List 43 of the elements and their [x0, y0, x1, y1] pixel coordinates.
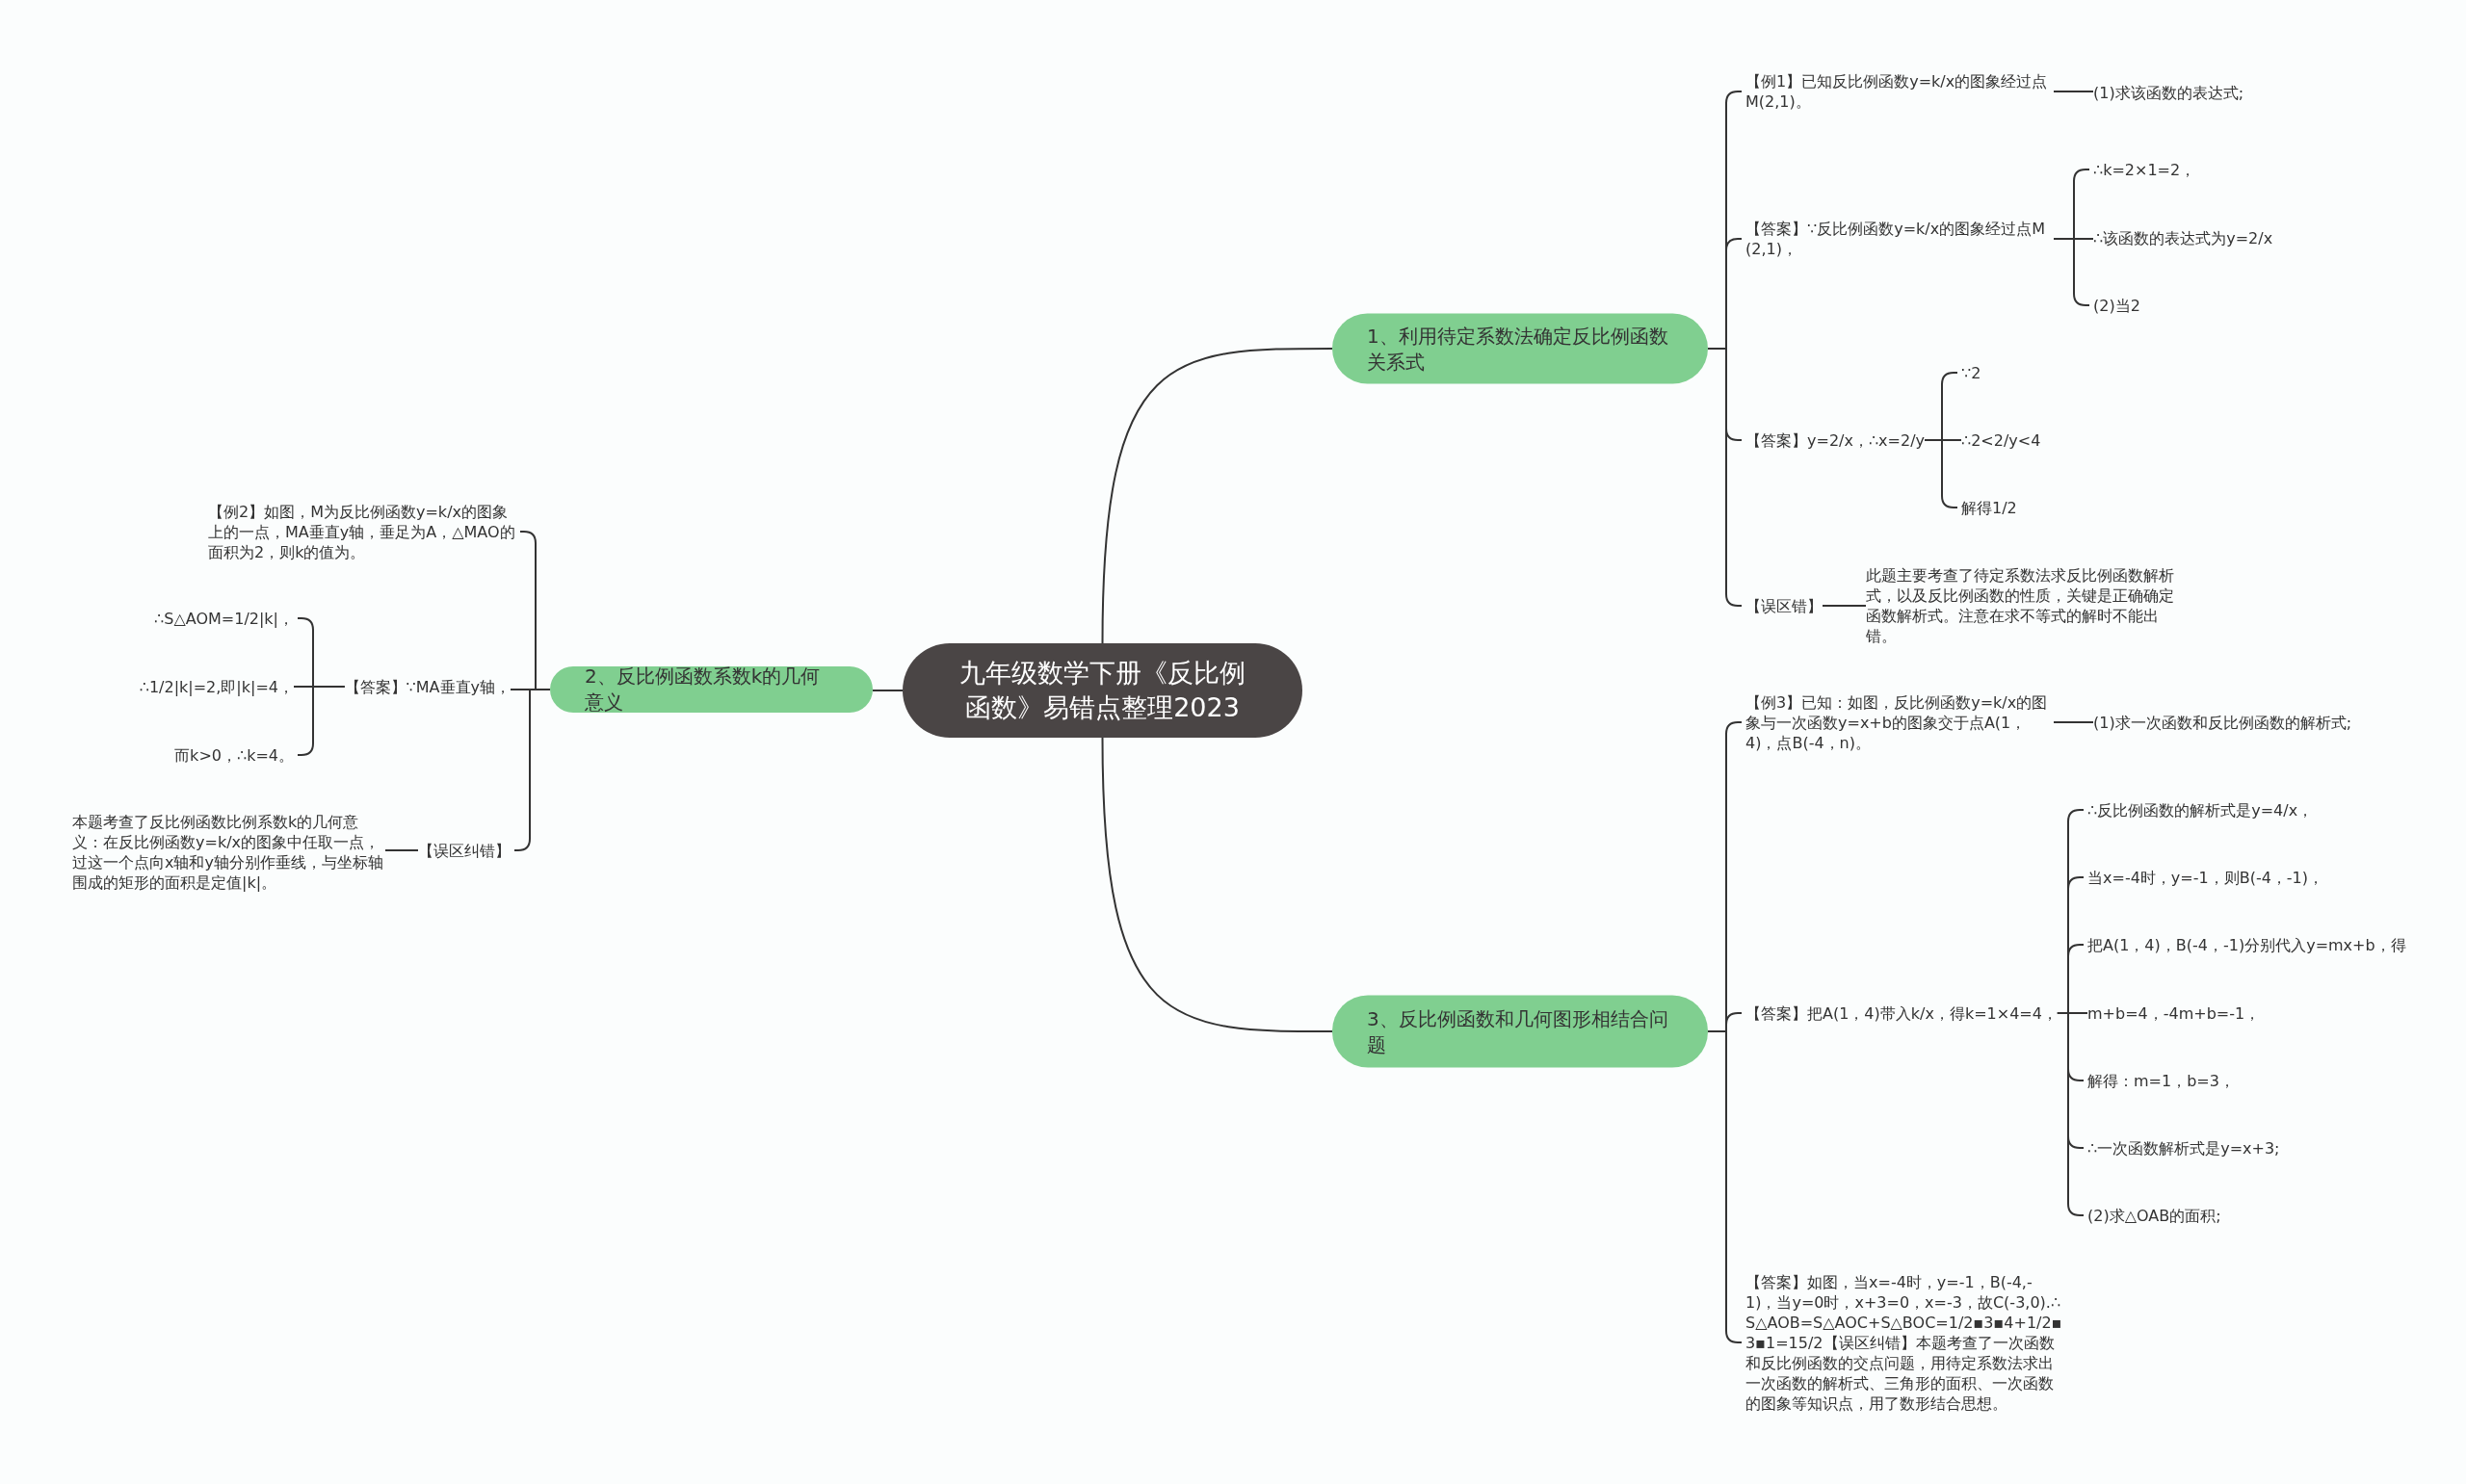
topic-text: 而k>0，∴k=4。 — [174, 744, 294, 766]
topic-text: 本题考查了反比例函数比例系数k的几何意义：在反比例函数y=k/x的图象中任取一点，过这一个点向x轴和y轴分别作垂线，与坐标轴围成的矩形的面积是定值|k|。 — [72, 812, 385, 893]
topic-text: ∴S△AOM=1/2|k|， — [154, 608, 294, 629]
connector-line — [1707, 348, 1743, 607]
branch-topic: 2、反比例函数系数k的几何意义 — [550, 666, 873, 713]
topic-text: ∴k=2×1=2， — [2093, 159, 2196, 180]
topic-text: ∴1/2|k|=2,即|k|=4， — [139, 676, 294, 697]
connector-line — [872, 690, 904, 691]
connector-line — [2053, 91, 2094, 92]
connector-line — [384, 849, 419, 851]
topic-text: 解得：m=1，b=3， — [2087, 1070, 2235, 1091]
topic-text: 【答案】∵MA垂直y轴， — [344, 676, 511, 697]
topic-text: 【例3】已知：如图，反比例函数y=k/x的图象与一次函数y=x+b的图象交于点A(1，4)，点B(-4，n)。 — [1745, 691, 2054, 753]
topic-text: ∴该函数的表达式为y=2/x — [2093, 227, 2273, 248]
topic-text: 【答案】y=2/x，∴x=2/y — [1745, 430, 1925, 451]
topic-text: 【误区纠错】 — [418, 840, 511, 861]
topic-text: 当x=-4时，y=-1，则B(-4，-1)， — [2087, 867, 2324, 888]
branch-topic: 1、利用待定系数法确定反比例函数关系式 — [1332, 313, 1708, 384]
topic-text: 【例2】如图，M为反比例函数y=k/x的图象上的一点，MA垂直y轴，垂足为A，△MAO的面积为2，则k的值为。 — [208, 501, 516, 562]
branch-topic: 3、反比例函数和几何图形相结合问题 — [1332, 995, 1708, 1068]
topic-text: (2)求△OAB的面积; — [2087, 1205, 2221, 1226]
topic-text: 此题主要考查了待定系数法求反比例函数解析式，以及反比例函数的性质，关键是正确确定函数解析式。注意在求不等式的解时不能出错。 — [1866, 565, 2184, 646]
topic-text: 【误区错】 — [1745, 595, 1823, 616]
topic-text: ∴一次函数解析式是y=x+3; — [2087, 1137, 2280, 1159]
connector-line — [1101, 737, 1333, 1032]
topic-text: m+b=4，-4m+b=-1， — [2087, 1002, 2261, 1024]
topic-text: ∴反比例函数的解析式是y=4/x， — [2087, 799, 2314, 820]
connector-line — [1101, 348, 1333, 644]
central-topic: 九年级数学下册《反比例函数》易错点整理2023 — [903, 643, 1302, 738]
topic-text: 【答案】如图，当x=-4时，y=-1，B(-4,-1)，当y=0时，x+3=0，x=-3，故C(-3,0).∴S△AOB=S△AOC+S△BOC=1/2▪3▪4+1/2▪3▪1=15/2【误区纠错】本题考查了一次函数和反比例函数的交点问题，用待定系数法求出一次函数的解析式、三角形的面积、一次函数的图象等知识点，用了数形结合思想。 — [1745, 1271, 2063, 1414]
topic-text: 解得1/2 — [1961, 497, 2017, 518]
topic-text: ∵2 — [1961, 362, 1981, 383]
topic-text: 【答案】∵反比例函数y=k/x的图象经过点M(2,1)， — [1745, 219, 2054, 259]
topic-text: (1)求该函数的表达式; — [2093, 82, 2244, 103]
topic-text: (1)求一次函数和反比例函数的解析式; — [2093, 712, 2352, 733]
topic-text: (2)当2 — [2093, 295, 2140, 316]
topic-text: 【答案】把A(1，4)带入k/x，得k=1×4=4， — [1745, 1002, 2058, 1024]
connector-line — [1822, 605, 1867, 607]
connector-line — [1707, 1030, 1743, 1343]
topic-text: 【例1】已知反比例函数y=k/x的图象经过点M(2,1)。 — [1745, 71, 2054, 112]
topic-text: 把A(1，4)，B(-4，-1)分别代入y=mx+b，得 — [2087, 934, 2406, 955]
topic-text: ∴2<2/y<4 — [1961, 430, 2041, 451]
connector-line — [2053, 721, 2094, 723]
